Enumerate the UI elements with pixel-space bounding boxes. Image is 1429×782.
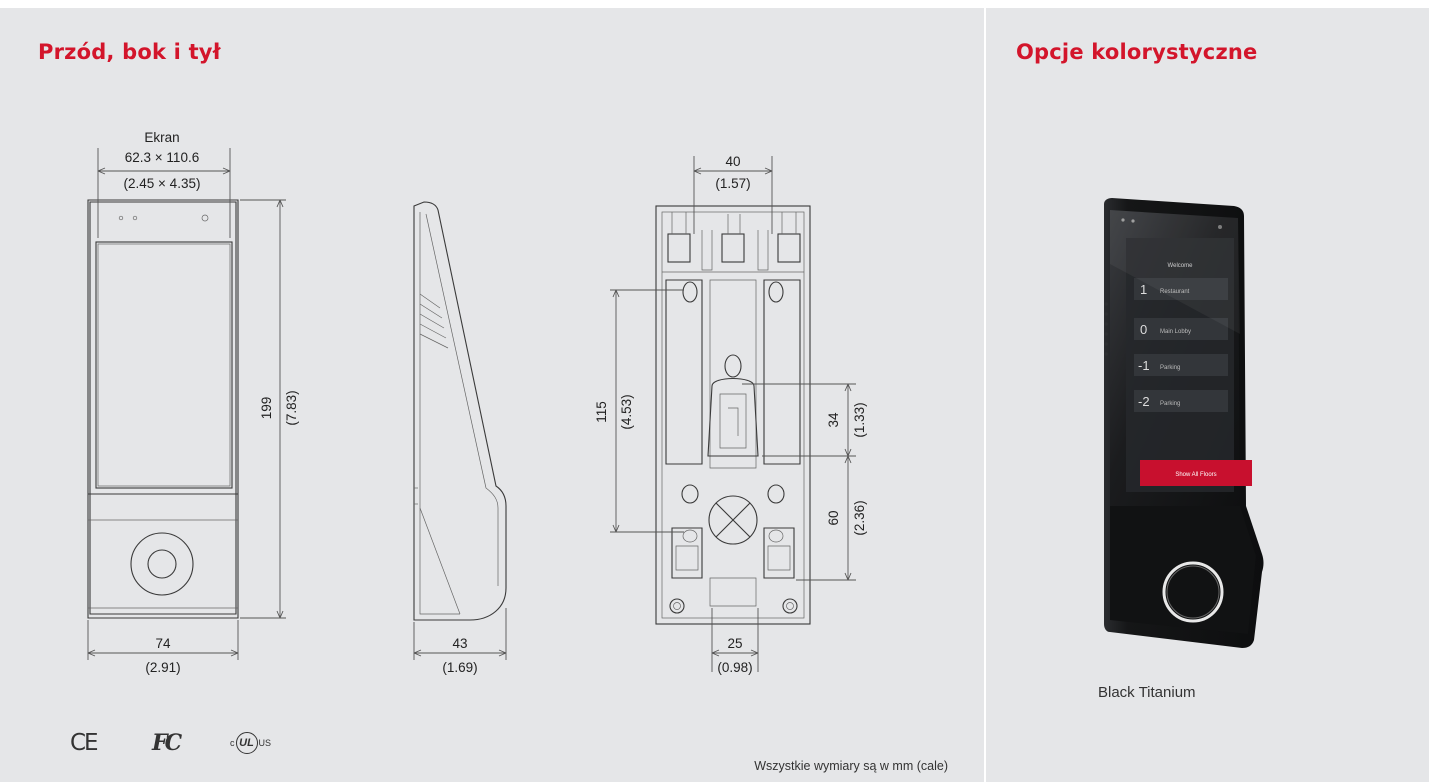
floor-number: -2 (1138, 394, 1150, 409)
back-right-upper-dimension-in: (1.33) (852, 402, 867, 437)
cul-us-mark-icon: c UL US (230, 732, 271, 754)
screen-label: Ekran (144, 130, 179, 145)
back-left-dimension-mm: 115 (594, 401, 609, 423)
dimensions-footnote: Wszystkie wymiary są w mm (cale) (754, 759, 948, 773)
ul-circle-icon: UL (235, 732, 258, 754)
back-top-dimension-in: (1.57) (715, 176, 750, 191)
back-bottom-dimension-in: (0.98) (717, 660, 752, 675)
back-view (610, 156, 856, 672)
dimensions-panel: Przód, bok i tył (0, 8, 984, 782)
fcc-mark-icon: FC (152, 730, 182, 756)
floor-label: Parking (1160, 365, 1180, 371)
section-heading-dimensions: Przód, bok i tył (38, 40, 221, 64)
back-right-lower-dimension-mm: 60 (826, 510, 841, 525)
width-dimension-in: (2.91) (145, 660, 180, 675)
floor-label: Restaurant (1160, 289, 1190, 295)
back-right-lower-dimension-in: (2.36) (852, 500, 867, 535)
show-all-floors-button: Show All Floors (1175, 472, 1216, 478)
device-photo-black-titanium: Welcome 1 Restaurant 0 Main Lobby -1 Par… (1104, 198, 1264, 648)
section-heading-colors: Opcje kolorystyczne (1016, 40, 1258, 64)
technical-drawing: Ekran 62.3 × 110.6 (2.45 × 4.35) 199 (7.… (87, 130, 867, 675)
height-dimension-mm: 199 (259, 397, 274, 420)
floor-number: -1 (1138, 358, 1150, 373)
side-view (413, 201, 507, 660)
floor-label: Main Lobby (1160, 329, 1191, 335)
front-view (87, 148, 286, 660)
floor-label: Parking (1160, 401, 1180, 407)
back-bottom-dimension-mm: 25 (727, 636, 742, 651)
screen-dimension-mm: 62.3 × 110.6 (125, 150, 199, 165)
depth-dimension-mm: 43 (452, 636, 467, 651)
floor-number: 1 (1140, 282, 1147, 297)
ul-us-label: US (258, 738, 272, 748)
depth-dimension-in: (1.69) (442, 660, 477, 675)
width-dimension-mm: 74 (155, 636, 171, 651)
color-option-name: Black Titanium (1098, 684, 1196, 701)
height-dimension-in: (7.83) (284, 390, 299, 425)
color-options-panel: Opcje kolorystyczne Welcome 1 Restaurant (986, 8, 1429, 782)
back-left-dimension-in: (4.53) (619, 394, 634, 429)
screen-dimension-in: (2.45 × 4.35) (124, 176, 201, 191)
back-top-dimension-mm: 40 (725, 154, 740, 169)
screen-welcome-title: Welcome (1168, 263, 1194, 269)
ce-mark-icon: CE (70, 730, 99, 756)
back-right-upper-dimension-mm: 34 (826, 412, 841, 428)
floor-number: 0 (1140, 322, 1147, 337)
ul-c-label: c (230, 738, 235, 748)
